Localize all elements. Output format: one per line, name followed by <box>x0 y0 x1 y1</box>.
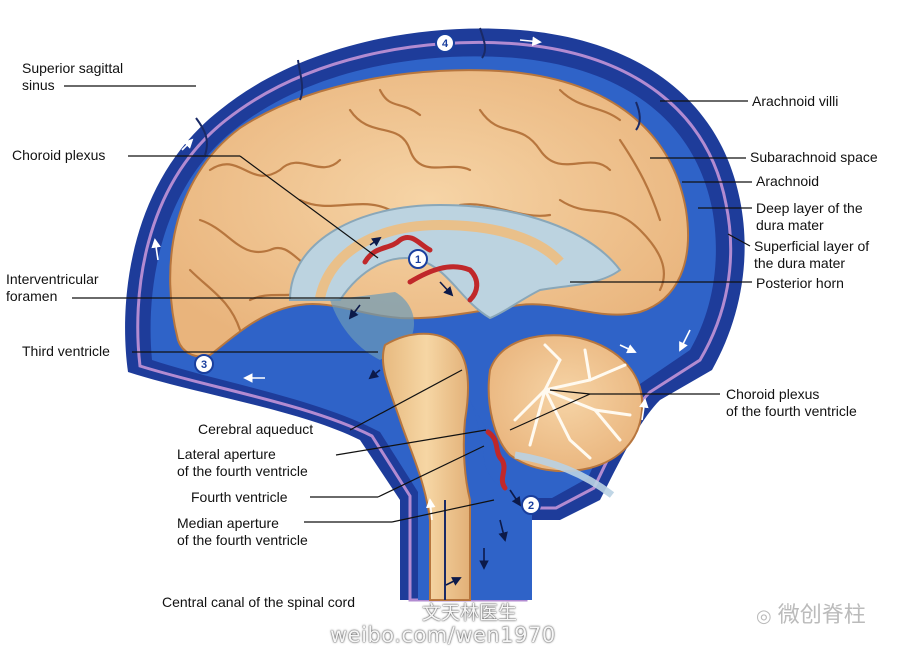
label-lateral-aperture: Lateral aperture of the fourth ventricle <box>177 446 308 479</box>
label-choroid-plexus-fourth: Choroid plexus of the fourth ventricle <box>726 386 857 419</box>
label-choroid-plexus: Choroid plexus <box>12 147 106 163</box>
watermark-url: weibo.com/wen1970 <box>330 623 556 647</box>
cerebellum <box>487 334 644 473</box>
label-posterior-horn: Posterior horn <box>756 275 844 291</box>
arachnoid-villi <box>195 27 641 156</box>
watermark-brand: ◎微创脊柱 <box>756 603 866 628</box>
label-interventricular-foramen: Interventricular foramen <box>6 271 99 304</box>
csf-flow-arrows <box>348 236 522 586</box>
choroid-plexus-fourth <box>485 429 508 491</box>
flow-step-1: 1 <box>408 249 428 269</box>
label-central-canal: Central canal of the spinal cord <box>162 594 355 610</box>
flow-step-4: 4 <box>435 33 455 53</box>
leader-lines <box>64 85 752 523</box>
label-arachnoid-villi: Arachnoid villi <box>752 93 839 109</box>
label-superficial-dura: Superficial layer of the dura mater <box>754 238 870 271</box>
fourth-ventricle <box>470 400 510 490</box>
watermark-author: 文天林医生 <box>422 602 518 624</box>
svg-text:2: 2 <box>528 500 534 512</box>
flow-step-2: 2 <box>521 495 541 515</box>
flow-step-3: 3 <box>194 354 214 374</box>
svg-text:4: 4 <box>442 38 449 50</box>
svg-text:3: 3 <box>201 359 207 371</box>
label-cerebral-aqueduct: Cerebral aqueduct <box>198 421 314 437</box>
svg-text:1: 1 <box>415 254 421 266</box>
label-fourth-ventricle: Fourth ventricle <box>191 489 288 505</box>
label-median-aperture: Median aperture of the fourth ventricle <box>177 515 308 548</box>
label-deep-dura: Deep layer of the dura mater <box>756 200 863 233</box>
wechat-icon: ◎ <box>756 606 772 627</box>
choroid-plexus-lateral <box>362 234 480 303</box>
tentorium <box>514 451 615 498</box>
label-superior-sagittal-sinus: Superior sagittal sinus <box>22 60 124 93</box>
label-third-ventricle: Third ventricle <box>22 343 110 359</box>
label-arachnoid: Arachnoid <box>756 173 820 189</box>
csf-flow-arrows-space <box>151 36 691 521</box>
label-subarachnoid-space: Subarachnoid space <box>750 149 878 165</box>
